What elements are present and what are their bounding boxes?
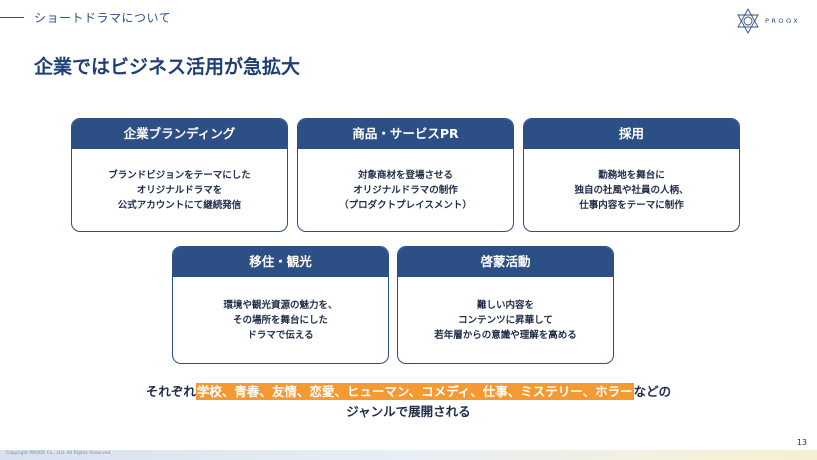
summary-line-2: ジャンルで展開される (346, 404, 471, 419)
proox-logo: PROOX (733, 6, 800, 36)
card-title: 啓蒙活動 (398, 247, 613, 277)
card-body: 環境や観光資源の魅力を、 その場所を舞台にした ドラマで伝える (223, 299, 338, 341)
card-body: 勤務地を舞台に 独自の社風や社員の人柄、 仕事内容をテーマに制作 (574, 169, 689, 211)
summary-suffix: などの (633, 384, 672, 399)
page-title: 企業ではビジネス活用が急拡大 (34, 56, 301, 78)
logo-star-icon (737, 8, 759, 34)
card-title: 企業ブランディング (72, 119, 287, 149)
card-product-pr: 商品・サービスPR 対象商材を登場させる オリジナルドラマの制作 （プロダクトプ… (297, 118, 514, 232)
section-label: ショートドラマについて (34, 11, 172, 25)
card-branding: 企業ブランディング ブランドビジョンをテーマにした オリジナルドラマを 公式アカ… (71, 118, 288, 232)
page-number: 13 (796, 438, 807, 447)
card-title: 採用 (524, 119, 739, 149)
genre-summary: それぞれ学校、青春、友情、恋愛、ヒューマン、コメディ、仕事、ミステリー、ホラーな… (0, 382, 817, 422)
card-awareness: 啓蒙活動 難しい内容を コンテンツに昇華して 若年層からの意識や理解を高める (397, 246, 614, 364)
summary-prefix: それぞれ (145, 384, 196, 399)
card-title: 移住・観光 (173, 247, 388, 277)
card-recruiting: 採用 勤務地を舞台に 独自の社風や社員の人柄、 仕事内容をテーマに制作 (523, 118, 740, 232)
card-migration-tourism: 移住・観光 環境や観光資源の魅力を、 その場所を舞台にした ドラマで伝える (172, 246, 389, 364)
copyright: Copyright PROOX Co., Ltd. All Rights Res… (6, 451, 112, 456)
footer-bar (0, 450, 817, 460)
logo-text: PROOX (765, 17, 801, 25)
card-title: 商品・サービスPR (298, 119, 513, 149)
genre-highlight: 学校、青春、友情、恋愛、ヒューマン、コメディ、仕事、ミステリー、ホラー (195, 383, 634, 400)
card-body: 難しい内容を コンテンツに昇華して 若年層からの意識や理解を高める (434, 299, 577, 341)
summary-line-1: それぞれ学校、青春、友情、恋愛、ヒューマン、コメディ、仕事、ミステリー、ホラーな… (0, 382, 817, 402)
card-body: ブランドビジョンをテーマにした オリジナルドラマを 公式アカウントにて継続発信 (108, 169, 251, 211)
card-body: 対象商材を登場させる オリジナルドラマの制作 （プロダクトプレイスメント） (339, 169, 472, 211)
header-rule (0, 17, 24, 18)
